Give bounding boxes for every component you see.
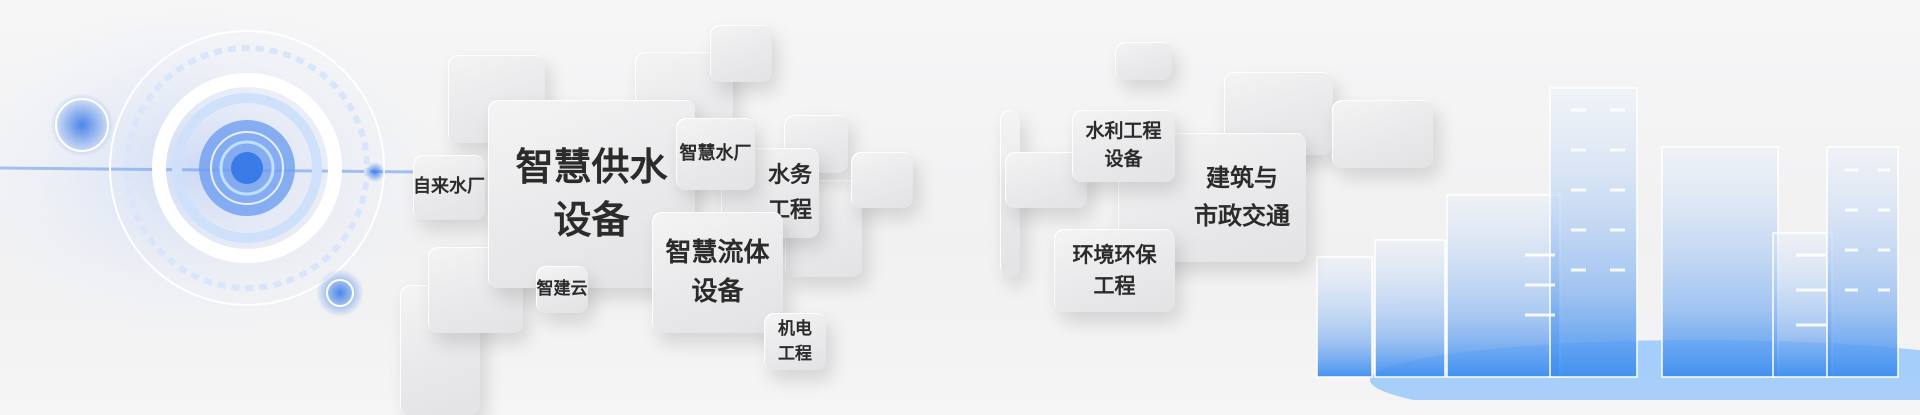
tile-label: 工程 <box>778 343 812 364</box>
tile-label: 智慧水厂 <box>679 142 752 164</box>
tile-label: 设备 <box>691 276 744 307</box>
tile-label: 设备 <box>1104 148 1143 170</box>
tile-hydraulic-engineering-equipment[interactable]: 水利工程 设备 <box>1072 110 1175 182</box>
tile-label: 智慧流体 <box>665 237 770 268</box>
tech-circle-graphic <box>0 0 440 340</box>
tile-label: 水利工程 <box>1085 120 1162 143</box>
tile-label: 自来水厂 <box>413 176 485 198</box>
tile-label: 水务 <box>767 162 812 188</box>
tile-label: 设备 <box>553 198 630 242</box>
tile-label: 智建云 <box>536 279 588 300</box>
tile-smart-fluid-equipment[interactable]: 智慧流体 设备 <box>652 212 783 333</box>
blank-tile <box>851 152 913 208</box>
tile-smart-water-plant[interactable]: 智慧水厂 <box>676 118 755 190</box>
background-decoration <box>0 0 1920 400</box>
tile-smart-build-cloud[interactable]: 智建云 <box>536 266 588 313</box>
city-skyline-graphic <box>1316 87 1920 400</box>
tile-label: 建筑与 <box>1206 164 1278 193</box>
blank-tile <box>710 25 772 82</box>
tile-label: 工程 <box>1093 273 1136 298</box>
tile-environmental-engineering[interactable]: 环境环保 工程 <box>1054 229 1175 312</box>
tile-label: 环境环保 <box>1072 243 1157 268</box>
blank-tile <box>1115 42 1172 80</box>
tile-mechanical-electrical-engineering[interactable]: 机电 工程 <box>764 313 826 370</box>
tile-label: 市政交通 <box>1194 201 1290 230</box>
tile-label: 智慧供水 <box>515 144 668 189</box>
tile-label: 机电 <box>778 318 812 339</box>
tile-tap-water-plant[interactable]: 自来水厂 <box>413 155 485 220</box>
blank-tile <box>1332 100 1433 168</box>
